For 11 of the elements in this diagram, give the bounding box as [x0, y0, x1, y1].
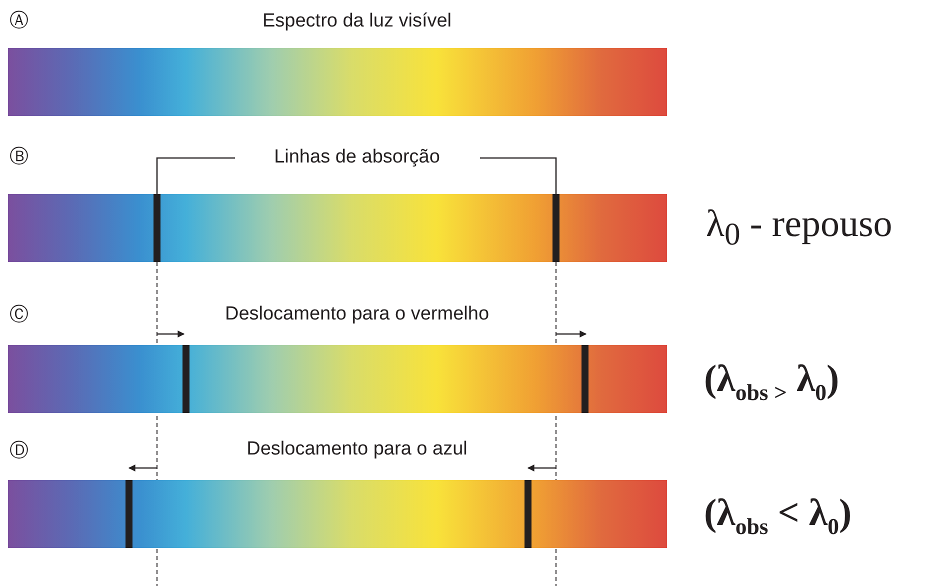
wavelength-relation: (λ$_{obs >}$ λ$_{0}$)	[704, 359, 840, 405]
panel-title: Deslocamento para o vermelho	[224, 304, 490, 326]
panel-letter: Ⓑ	[10, 148, 28, 168]
panel-letter: Ⓓ	[10, 442, 28, 462]
panel-letter: Ⓒ	[10, 306, 28, 326]
rest-wavelength-note: λ$_{0}$ - repouso	[706, 204, 892, 252]
panel-letter: Ⓐ	[10, 12, 28, 32]
panel-title: Espectro da luz visível	[262, 12, 452, 32]
wavelength-relation: (λ$_{obs}$ < λ$_{0}$)	[704, 493, 852, 539]
bracket-label: Linhas de absorção	[274, 148, 440, 168]
panel-title: Deslocamento para o azul	[246, 440, 468, 460]
